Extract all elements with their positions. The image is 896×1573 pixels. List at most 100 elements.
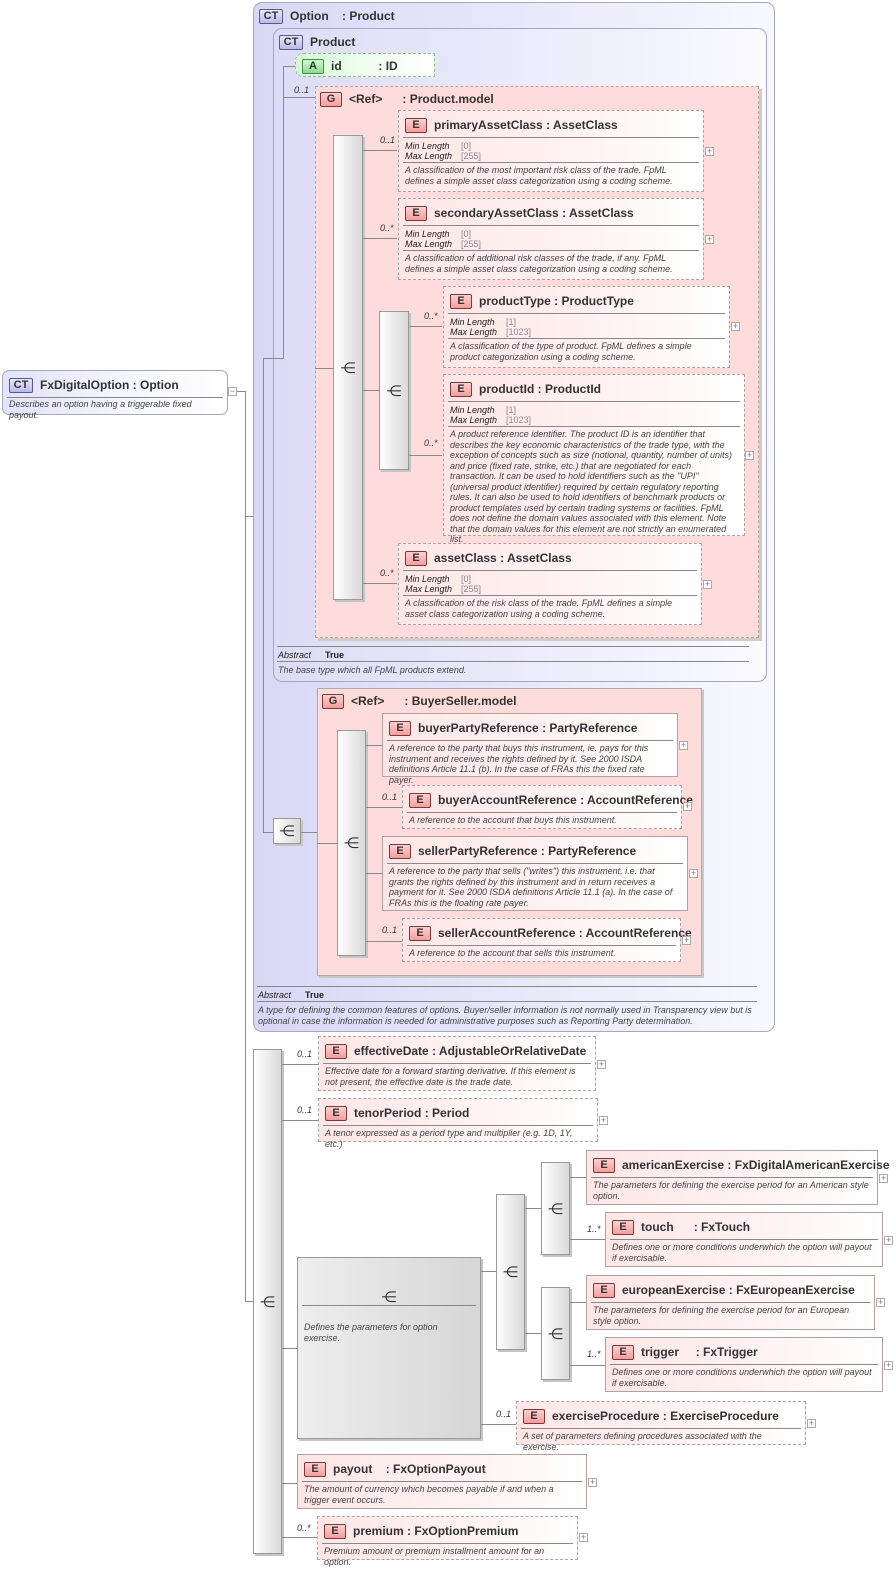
buyer-seller-sequence[interactable]: ⋲ <box>273 818 301 844</box>
buyer-seller-ref: <Ref> <box>351 694 385 708</box>
cardinality: 1..* <box>587 1349 601 1359</box>
expand-plus-icon[interactable]: + <box>679 740 688 750</box>
american-sequence[interactable]: ⋲ <box>541 1162 570 1255</box>
facet-label: Min Length <box>405 574 450 584</box>
element-name: buyerPartyReference <box>418 721 539 735</box>
expand-plus-icon[interactable]: + <box>703 579 712 589</box>
expand-plus-icon[interactable]: + <box>879 1173 888 1183</box>
sequence-icon: ⋲ <box>279 823 295 840</box>
facet-label: Max Length <box>405 151 453 161</box>
complex-type-icon: CT <box>279 34 303 50</box>
element-name: exerciseProcedure <box>552 1409 660 1423</box>
element-name: productId <box>479 382 535 396</box>
sequence-icon: ⋲ <box>548 1200 563 1218</box>
expand-plus-icon[interactable]: + <box>807 1418 816 1428</box>
element-description: Premium amount or premium installment am… <box>324 1546 545 1567</box>
element-description: A reference to the account that sells th… <box>409 948 616 958</box>
element-name: sellerPartyReference <box>418 844 538 858</box>
cardinality: 0..* <box>424 438 438 448</box>
sequence-icon: ⋲ <box>344 835 359 852</box>
element-type: : FxTouch <box>693 1220 751 1234</box>
sequence-icon: ⋲ <box>381 1289 397 1306</box>
element-type: : AccountReference <box>578 926 692 940</box>
element-type: : FxTrigger <box>695 1345 758 1359</box>
element-type: : FxOptionPremium <box>407 1524 519 1538</box>
element-type: : FxDigitalAmericanExercise <box>727 1158 890 1172</box>
element-description: A reference to the account that buys thi… <box>409 815 617 825</box>
fx-digital-option-sequence[interactable]: ⋲ <box>253 1049 282 1554</box>
exercise-choice[interactable]: ⋲ <box>496 1194 525 1350</box>
element-type: : AdjustableOrRelativeDate <box>432 1044 587 1058</box>
option-description: A type for defining the common features … <box>258 1005 752 1026</box>
expand-plus-icon[interactable]: + <box>689 868 698 878</box>
element-name: trigger <box>641 1345 680 1359</box>
expand-plus-icon[interactable]: + <box>683 801 692 811</box>
expand-plus-icon[interactable]: + <box>745 450 754 460</box>
expand-plus-icon[interactable]: + <box>731 321 740 331</box>
element-icon: E <box>389 720 411 736</box>
expand-plus-icon[interactable]: + <box>876 1297 885 1307</box>
element-description: Defines one or more conditions underwhic… <box>612 1242 872 1263</box>
element-name: productType <box>479 294 551 308</box>
facet-value: [1] <box>506 317 517 327</box>
expand-plus-icon[interactable]: + <box>682 935 691 945</box>
element-description: A classification of the most important r… <box>405 165 673 186</box>
element-icon: E <box>612 1344 634 1360</box>
european-sequence[interactable]: ⋲ <box>541 1287 570 1380</box>
complex-type-icon: CT <box>9 377 33 393</box>
expand-plus-icon[interactable]: + <box>597 1059 606 1069</box>
expand-plus-icon[interactable]: + <box>884 1360 893 1370</box>
root-description: Describes an option having a triggerable… <box>9 399 192 420</box>
element-icon: E <box>405 550 427 566</box>
product-id-choice[interactable]: ⋲ <box>379 311 409 470</box>
element-type: : FxOptionPayout <box>385 1462 486 1476</box>
expand-plus-icon[interactable]: + <box>588 1477 597 1487</box>
facet-label: Max Length <box>450 327 498 337</box>
cardinality: 0..1 <box>297 1105 313 1115</box>
expand-plus-icon[interactable]: + <box>579 1532 588 1542</box>
exercise-group-description: Defines the parameters for option exerci… <box>304 1322 438 1343</box>
expand-plus-icon[interactable]: + <box>599 1115 608 1125</box>
element-type: : FxEuropeanExercise <box>728 1283 855 1297</box>
element-name: primaryAssetClass <box>434 118 543 132</box>
element-description: A reference to the party that buys this … <box>389 743 649 785</box>
element-name: touch <box>641 1220 674 1234</box>
element-name: tenorPeriod <box>354 1106 422 1120</box>
expand-plus-icon[interactable]: + <box>884 1235 893 1245</box>
element-icon: E <box>450 381 472 397</box>
buyer-seller-inner-sequence[interactable]: ⋲ <box>337 730 366 956</box>
sequence-icon: ⋲ <box>260 1293 275 1311</box>
sequence-icon: ⋲ <box>548 1325 563 1343</box>
abstract-label: Abstract <box>258 990 292 1000</box>
collapse-icon[interactable]: − <box>228 386 237 396</box>
facet-label: Min Length <box>405 141 450 151</box>
expand-plus-icon[interactable]: + <box>705 146 714 156</box>
product-model-sequence[interactable]: ⋲ <box>333 135 363 600</box>
exercise-group[interactable]: ⋲ Defines the parameters for option exer… <box>297 1257 481 1439</box>
element-type: : Period <box>424 1106 470 1120</box>
cardinality: 0..* <box>424 311 438 321</box>
expand-plus-icon[interactable]: + <box>705 234 714 244</box>
element-icon: E <box>389 843 411 859</box>
element-name: premium <box>353 1524 404 1538</box>
